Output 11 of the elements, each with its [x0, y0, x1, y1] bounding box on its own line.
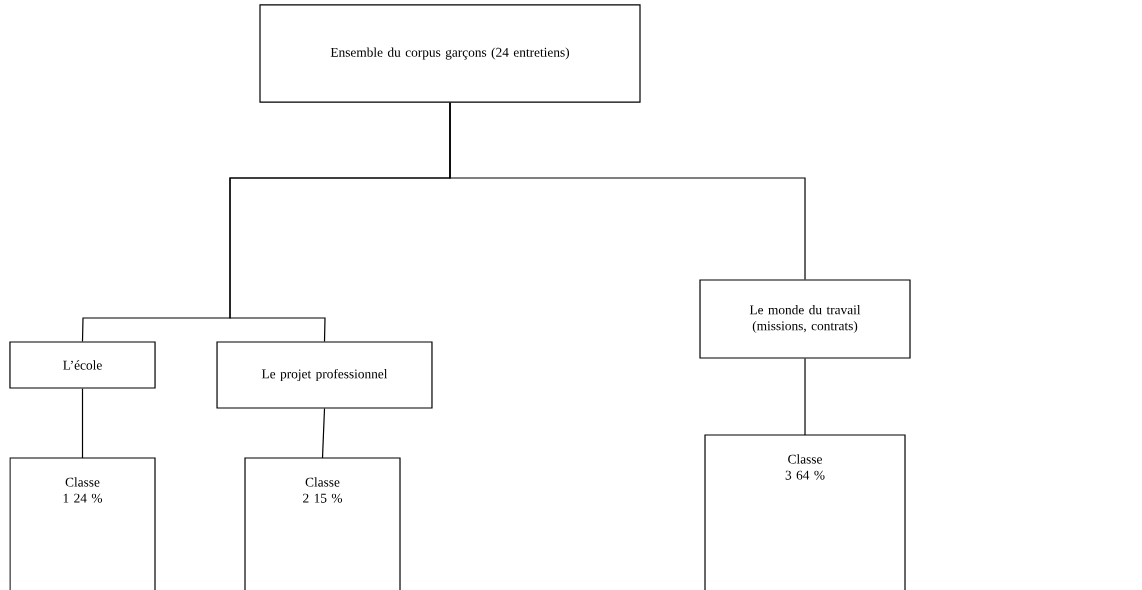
connector-line [804, 358, 806, 436]
connector-line [321, 408, 326, 459]
box: Le monde du travail (missions, contrats) [699, 279, 911, 359]
box: Le projet professionnel [216, 341, 433, 409]
connector-line [449, 102, 806, 280]
box: Ensemble du corpus garçons (24 entretiens) [259, 4, 641, 103]
box: L’école [9, 341, 156, 389]
box: Classe 1 24 % [9, 457, 156, 590]
connector-line [81, 388, 84, 459]
box: Classe 3 64 % [704, 434, 906, 590]
box: Classe 2 15 % [244, 457, 401, 590]
